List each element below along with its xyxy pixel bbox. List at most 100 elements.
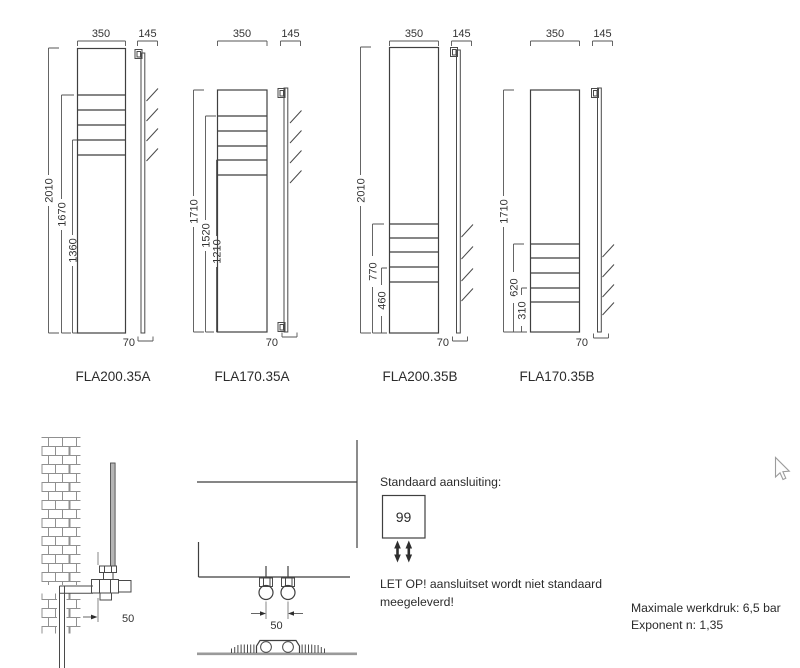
dim-width-label: 350	[92, 28, 110, 40]
dim-upper-2: 1520	[199, 115, 216, 333]
radiator-outline	[197, 440, 358, 578]
hatch-marks	[461, 224, 474, 302]
radiator-side-view	[591, 87, 615, 333]
dim-bottom-1: 70	[123, 336, 154, 349]
wall-bracket-icon	[277, 322, 286, 332]
dim-depth-label: 145	[281, 28, 299, 40]
dim-bottom-3: 70	[437, 336, 468, 349]
dim-lower-label: 460	[376, 291, 388, 309]
dim-total-4: 1710	[497, 89, 514, 333]
dim-depth-4: 145	[592, 28, 613, 46]
hatch-marks	[289, 110, 302, 184]
valve-plan-icon	[260, 641, 272, 653]
dim-arrow-icon	[288, 611, 294, 616]
radiator-drawing-3: 350 145 2010 770 460	[354, 28, 474, 384]
mouse-cursor	[774, 456, 791, 481]
dim-total-1: 2010	[42, 47, 59, 334]
wall-section-detail: 50	[41, 437, 134, 668]
dim-width-label: 350	[233, 28, 251, 40]
wall-offset-label: 50	[122, 613, 134, 625]
dim-upper-3: 770	[366, 223, 384, 334]
dim-bottom-label: 70	[266, 337, 278, 349]
valve-plan-icon	[282, 641, 294, 653]
dim-arrow-icon	[91, 614, 98, 620]
dim-lower-3: 460	[375, 267, 388, 334]
radiator-side-view	[277, 87, 302, 333]
dim-lower-4: 310	[515, 287, 528, 333]
model-label: FLA170.35A	[214, 369, 289, 384]
hatch-marks	[146, 88, 159, 162]
valve-spacing-label: 50	[270, 620, 282, 632]
dim-bottom-label: 70	[437, 337, 449, 349]
dim-width-label: 350	[405, 28, 423, 40]
radiator-slats	[389, 223, 439, 283]
radiator-slats	[217, 115, 267, 176]
dim-upper-label: 1520	[200, 223, 212, 247]
radiator-drawing-1: 350 145 2010 1670 1360	[42, 28, 159, 384]
dim-width-label: 350	[546, 28, 564, 40]
valve-icon	[258, 584, 274, 601]
dim-depth-3: 145	[451, 28, 472, 46]
dim-total-label: 1710	[498, 199, 510, 223]
dim-depth-label: 145	[452, 28, 470, 40]
valve-bracket-plan	[255, 639, 301, 653]
brick-wall-upper	[41, 437, 81, 585]
dim-depth-2: 145	[280, 28, 301, 46]
model-label: FLA200.35B	[382, 369, 457, 384]
arrow-up-icon	[405, 540, 413, 549]
dim-arrow-icon	[260, 611, 266, 616]
connection-title: Standaard aansluiting:	[380, 475, 501, 489]
dim-upper-label: 620	[508, 278, 520, 296]
dim-valve-spacing: 50	[251, 601, 303, 632]
dim-width-2: 350	[217, 28, 268, 46]
dim-depth-label: 145	[593, 28, 611, 40]
radiator-slats	[530, 243, 580, 303]
dim-depth-1: 145	[137, 28, 158, 46]
convector-fins-right	[301, 644, 325, 653]
wall-bracket-icon	[134, 49, 143, 59]
valve-icon	[280, 584, 296, 601]
radiator-slats	[77, 94, 126, 156]
radiator-drawing-2: 350 145 1710 1520 1210	[187, 28, 302, 384]
dim-lower-label: 310	[516, 301, 528, 319]
radiator-side-view	[134, 49, 159, 334]
dim-total-label: 2010	[43, 178, 55, 202]
dim-depth-label: 145	[138, 28, 156, 40]
spec-exponent: Exponent n: 1,35	[631, 618, 723, 632]
spec-max-pressure: Maximale werkdruk: 6,5 bar	[631, 601, 781, 615]
dim-width-3: 350	[389, 28, 439, 46]
arrow-up-icon	[394, 540, 401, 549]
dim-total-3: 2010	[354, 46, 371, 334]
dim-bottom-label: 70	[576, 337, 588, 349]
radiator-drawing-4: 350 145 1710 620 310	[497, 28, 615, 384]
radiator-side-view	[450, 47, 474, 334]
dim-bottom-2: 70	[266, 332, 298, 349]
dim-upper-label: 1670	[56, 202, 68, 226]
valve-connection-detail: 50	[197, 440, 358, 656]
dim-upper-label: 770	[367, 262, 379, 280]
pipe	[59, 585, 93, 668]
plan-view	[197, 639, 357, 656]
convector-fins-left	[231, 644, 255, 653]
dim-total-label: 2010	[355, 178, 367, 202]
radiator-front-view	[76, 47, 127, 334]
dim-lower-1: 1360	[66, 139, 79, 334]
dim-bottom-label: 70	[123, 337, 135, 349]
radiator-panel-section	[110, 462, 116, 567]
radiator-front-view	[388, 46, 440, 334]
wall-bracket-icon	[591, 88, 599, 98]
dim-total-label: 1710	[188, 199, 200, 223]
arrow-down-icon	[394, 554, 401, 563]
connection-code: 99	[396, 509, 412, 525]
dim-total-2: 1710	[187, 89, 204, 333]
flow-arrows	[394, 540, 413, 563]
dim-width-4: 350	[530, 28, 580, 46]
wall-bracket-icon	[450, 47, 458, 57]
valve-assembly	[91, 565, 132, 601]
arrow-down-icon	[405, 554, 413, 563]
valves-front-view	[258, 566, 296, 601]
dim-width-1: 350	[77, 28, 126, 46]
connection-code-box	[381, 494, 426, 539]
specs-block: Maximale werkdruk: 6,5 bar Exponent n: 1…	[631, 601, 781, 632]
